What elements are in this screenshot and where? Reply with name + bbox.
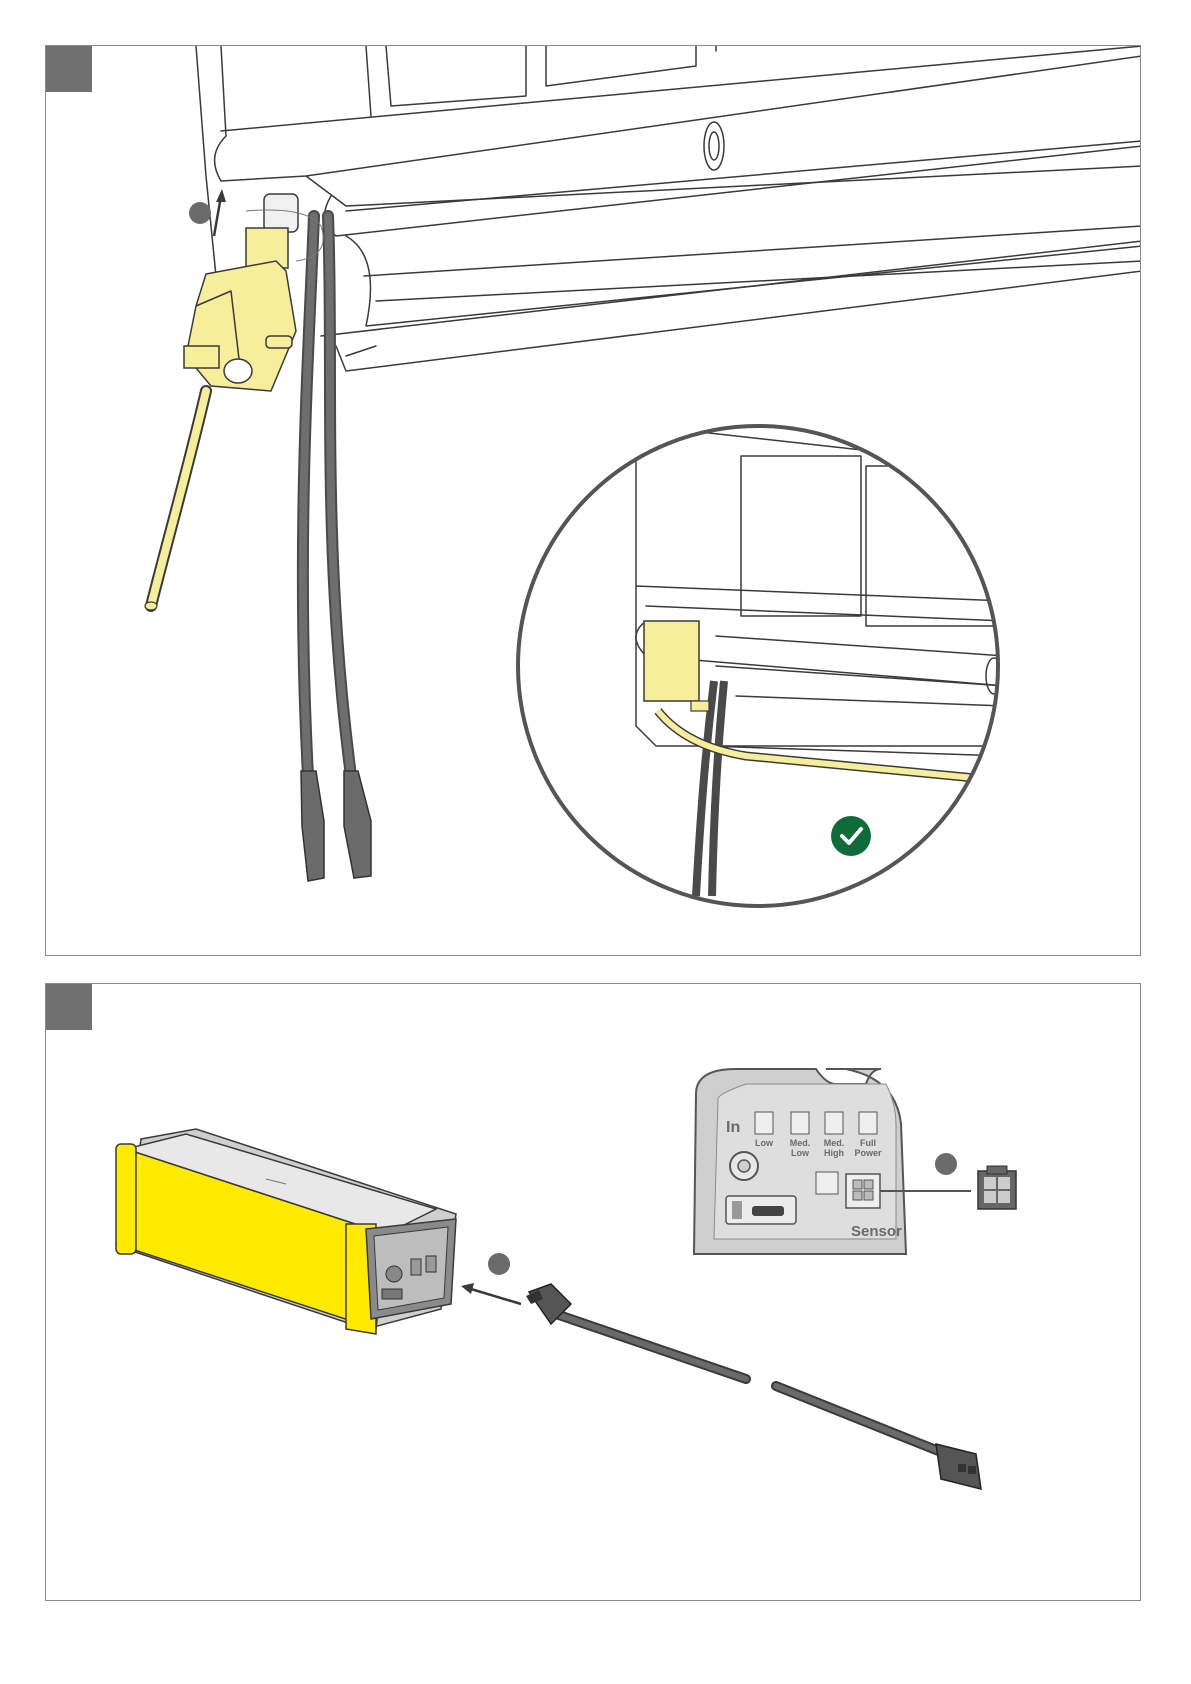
sensor-port [846,1174,880,1208]
callout-marker [488,1253,510,1275]
power-setting-label: High [824,1148,844,1158]
sensor-connector [978,1166,1016,1209]
rack-frame [196,46,1141,371]
step-panel-1 [45,45,1141,956]
step-2-illustration: In Low Med. Low Med. High Full Power [46,984,1141,1601]
center-switch [816,1172,838,1194]
arrow-icon [461,1283,521,1304]
step-panel-2: In Low Med. Low Med. High Full Power [45,983,1141,1601]
power-setting-label: Full [860,1138,876,1148]
detail-zoom-circle [516,426,1016,906]
callout-marker [935,1153,957,1175]
controller-device [116,1129,456,1334]
usb-icon [726,1196,796,1224]
step-1-illustration [46,46,1141,956]
power-setting-label: Med. [824,1138,845,1148]
power-setting-label: Med. [790,1138,811,1148]
power-setting-label: Low [791,1148,810,1158]
pump-unit [145,194,323,610]
callout-marker [189,202,211,224]
sensor-label: Sensor [851,1223,902,1240]
sensor-cable [526,1284,981,1489]
connector-panel-inset: In Low Med. Low Med. High Full Power [694,1069,906,1254]
power-setting-label: Power [854,1148,882,1158]
input-label: In [726,1119,740,1136]
arrow-icon [214,189,226,236]
power-setting-label: Low [755,1138,774,1148]
check-circle-icon [831,816,871,856]
power-cables [301,216,371,881]
